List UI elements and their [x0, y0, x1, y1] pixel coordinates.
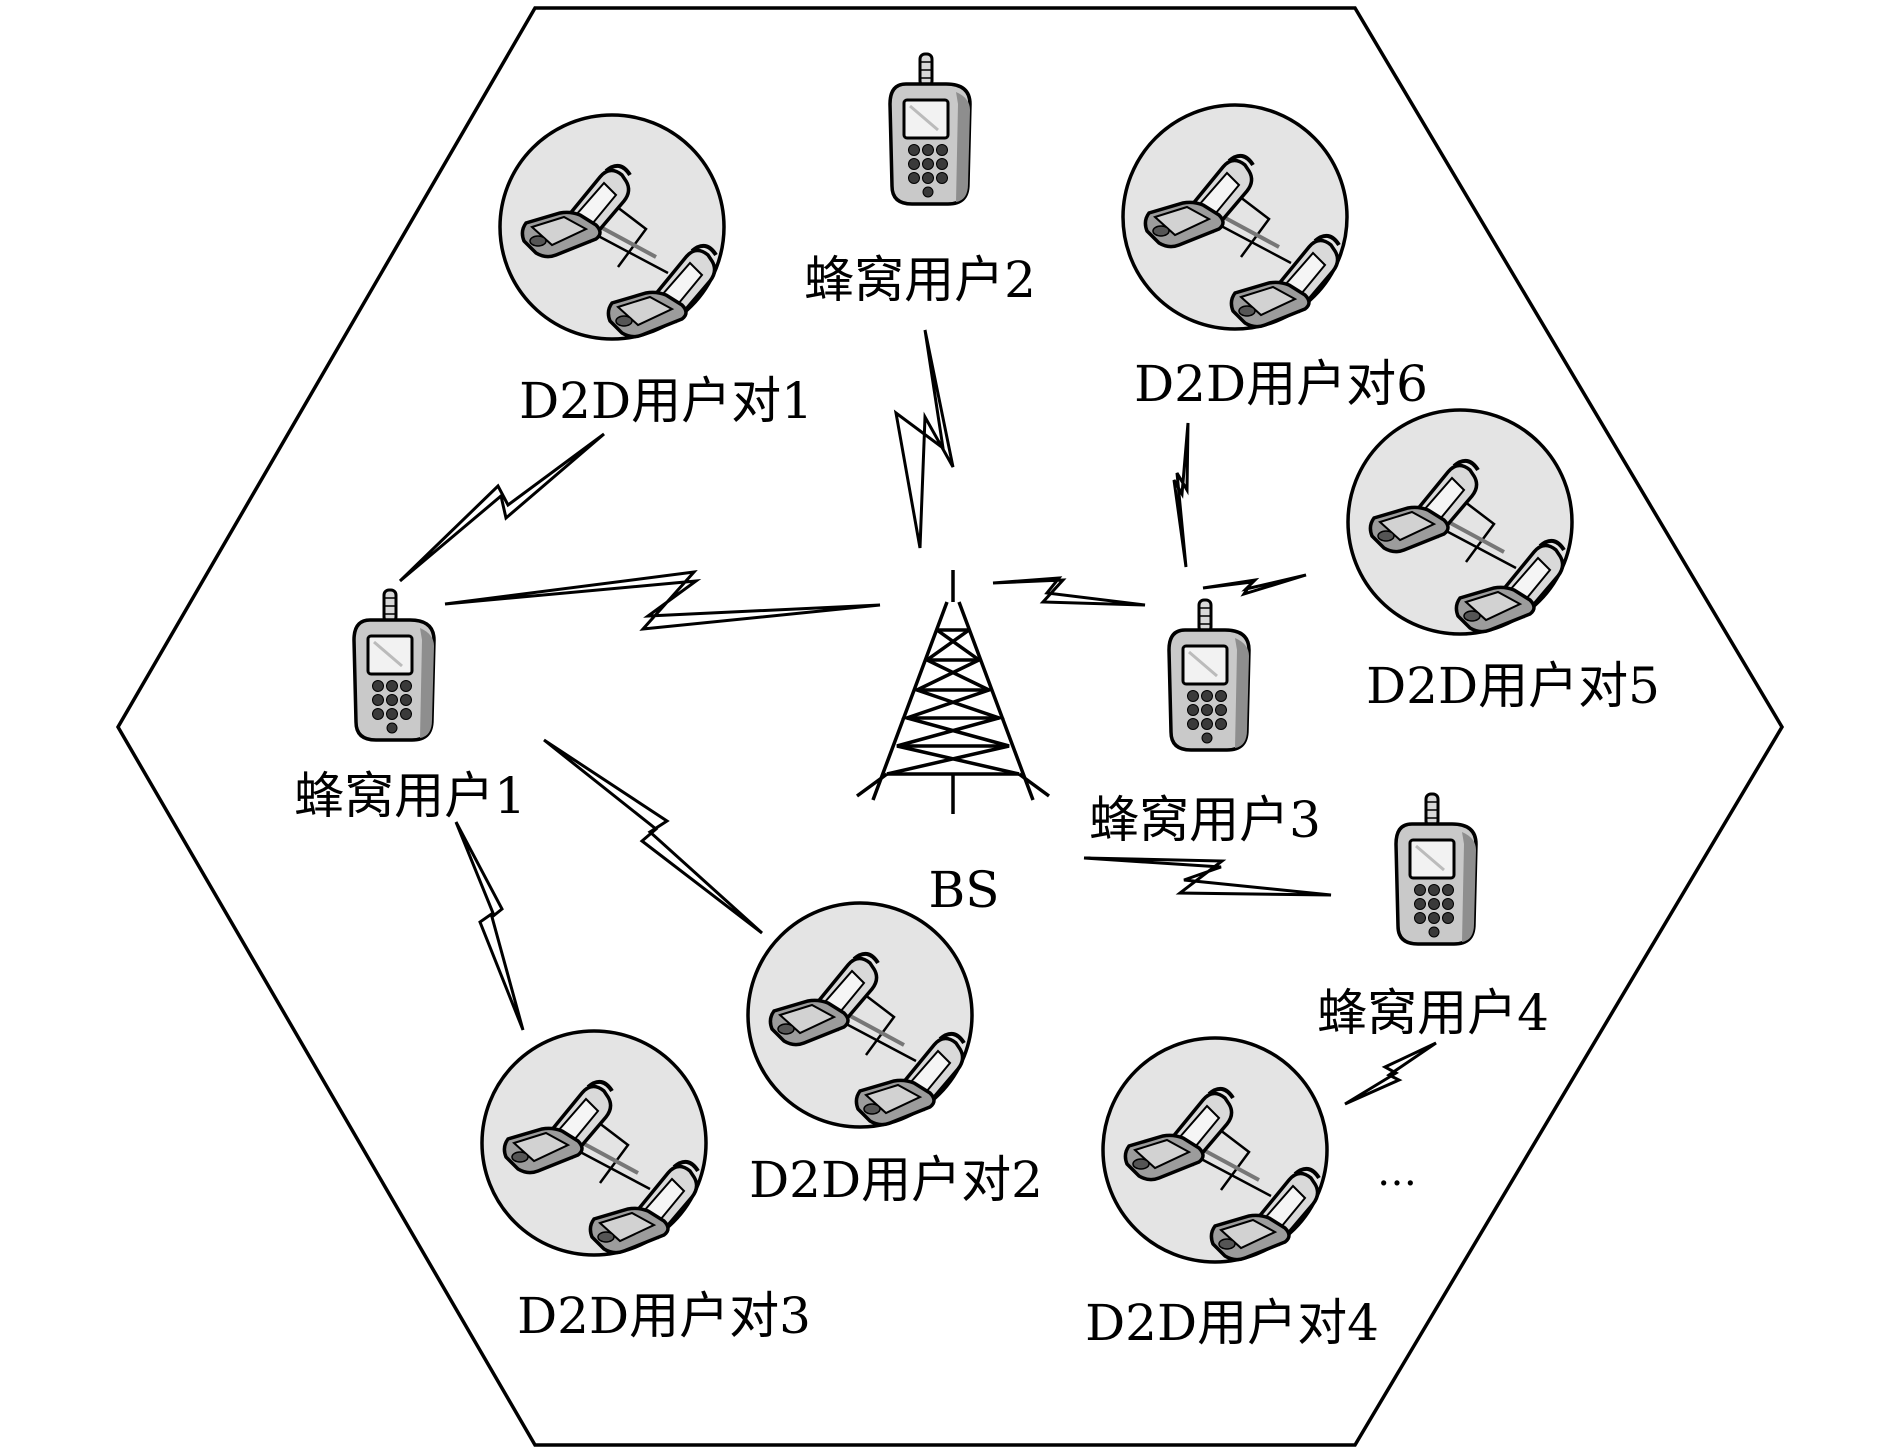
d2d-pair-1-icon: [500, 115, 724, 339]
cell-hexagon: [115, 6, 1785, 1447]
cellular-user-4-phone-icon: [1394, 792, 1478, 946]
link-cu4-d2d4: [1344, 1041, 1437, 1106]
cellular-user-3-phone-icon: [1167, 598, 1251, 752]
d2d-pair-2-label: D2D用户对2: [749, 1151, 1043, 1209]
cellular-user-2-label: 蜂窝用户2: [804, 251, 1036, 309]
link-cu1-bs: [444, 569, 881, 631]
d2d-pair-1-label: D2D用户对1: [519, 372, 813, 430]
d2d-pair-4-icon: [1103, 1038, 1327, 1262]
cellular-user-1-label: 蜂窝用户1: [294, 767, 526, 825]
link-d2d1-cu1: [398, 432, 605, 583]
cellular-user-2-phone-icon: [888, 52, 972, 206]
link-cu1-d2d3: [454, 821, 525, 1031]
d2d-pair-3-label: D2D用户对3: [517, 1287, 811, 1345]
link-bs-cu4: [1083, 856, 1332, 897]
cellular-user-1-phone-icon: [352, 588, 436, 742]
cellular-user-4-label: 蜂窝用户4: [1317, 984, 1549, 1042]
link-cu2-bs: [893, 329, 955, 549]
wireless-links: [398, 329, 1437, 1106]
link-d2d5-cu3: [1202, 573, 1307, 597]
d2d-pair-5-label: D2D用户对5: [1366, 657, 1660, 715]
d2d-pair-3-icon: [482, 1031, 706, 1255]
base-station-tower-icon: [855, 568, 1051, 816]
d2d-pair-2-icon: [748, 903, 972, 1127]
link-bs-cu3: [992, 576, 1146, 607]
more-ellipsis: …: [1377, 1149, 1417, 1195]
d2d-pair-5-icon: [1348, 410, 1572, 634]
base-station-label: BS: [929, 861, 1000, 919]
d2d-pair-4-label: D2D用户对4: [1085, 1294, 1379, 1352]
link-d2d6-cu3: [1172, 422, 1190, 568]
d2d-pair-6-label: D2D用户对6: [1134, 355, 1428, 413]
d2d-pair-6-icon: [1123, 105, 1347, 329]
cellular-user-3-label: 蜂窝用户3: [1089, 791, 1321, 849]
link-cu1-d2d2: [543, 738, 764, 935]
